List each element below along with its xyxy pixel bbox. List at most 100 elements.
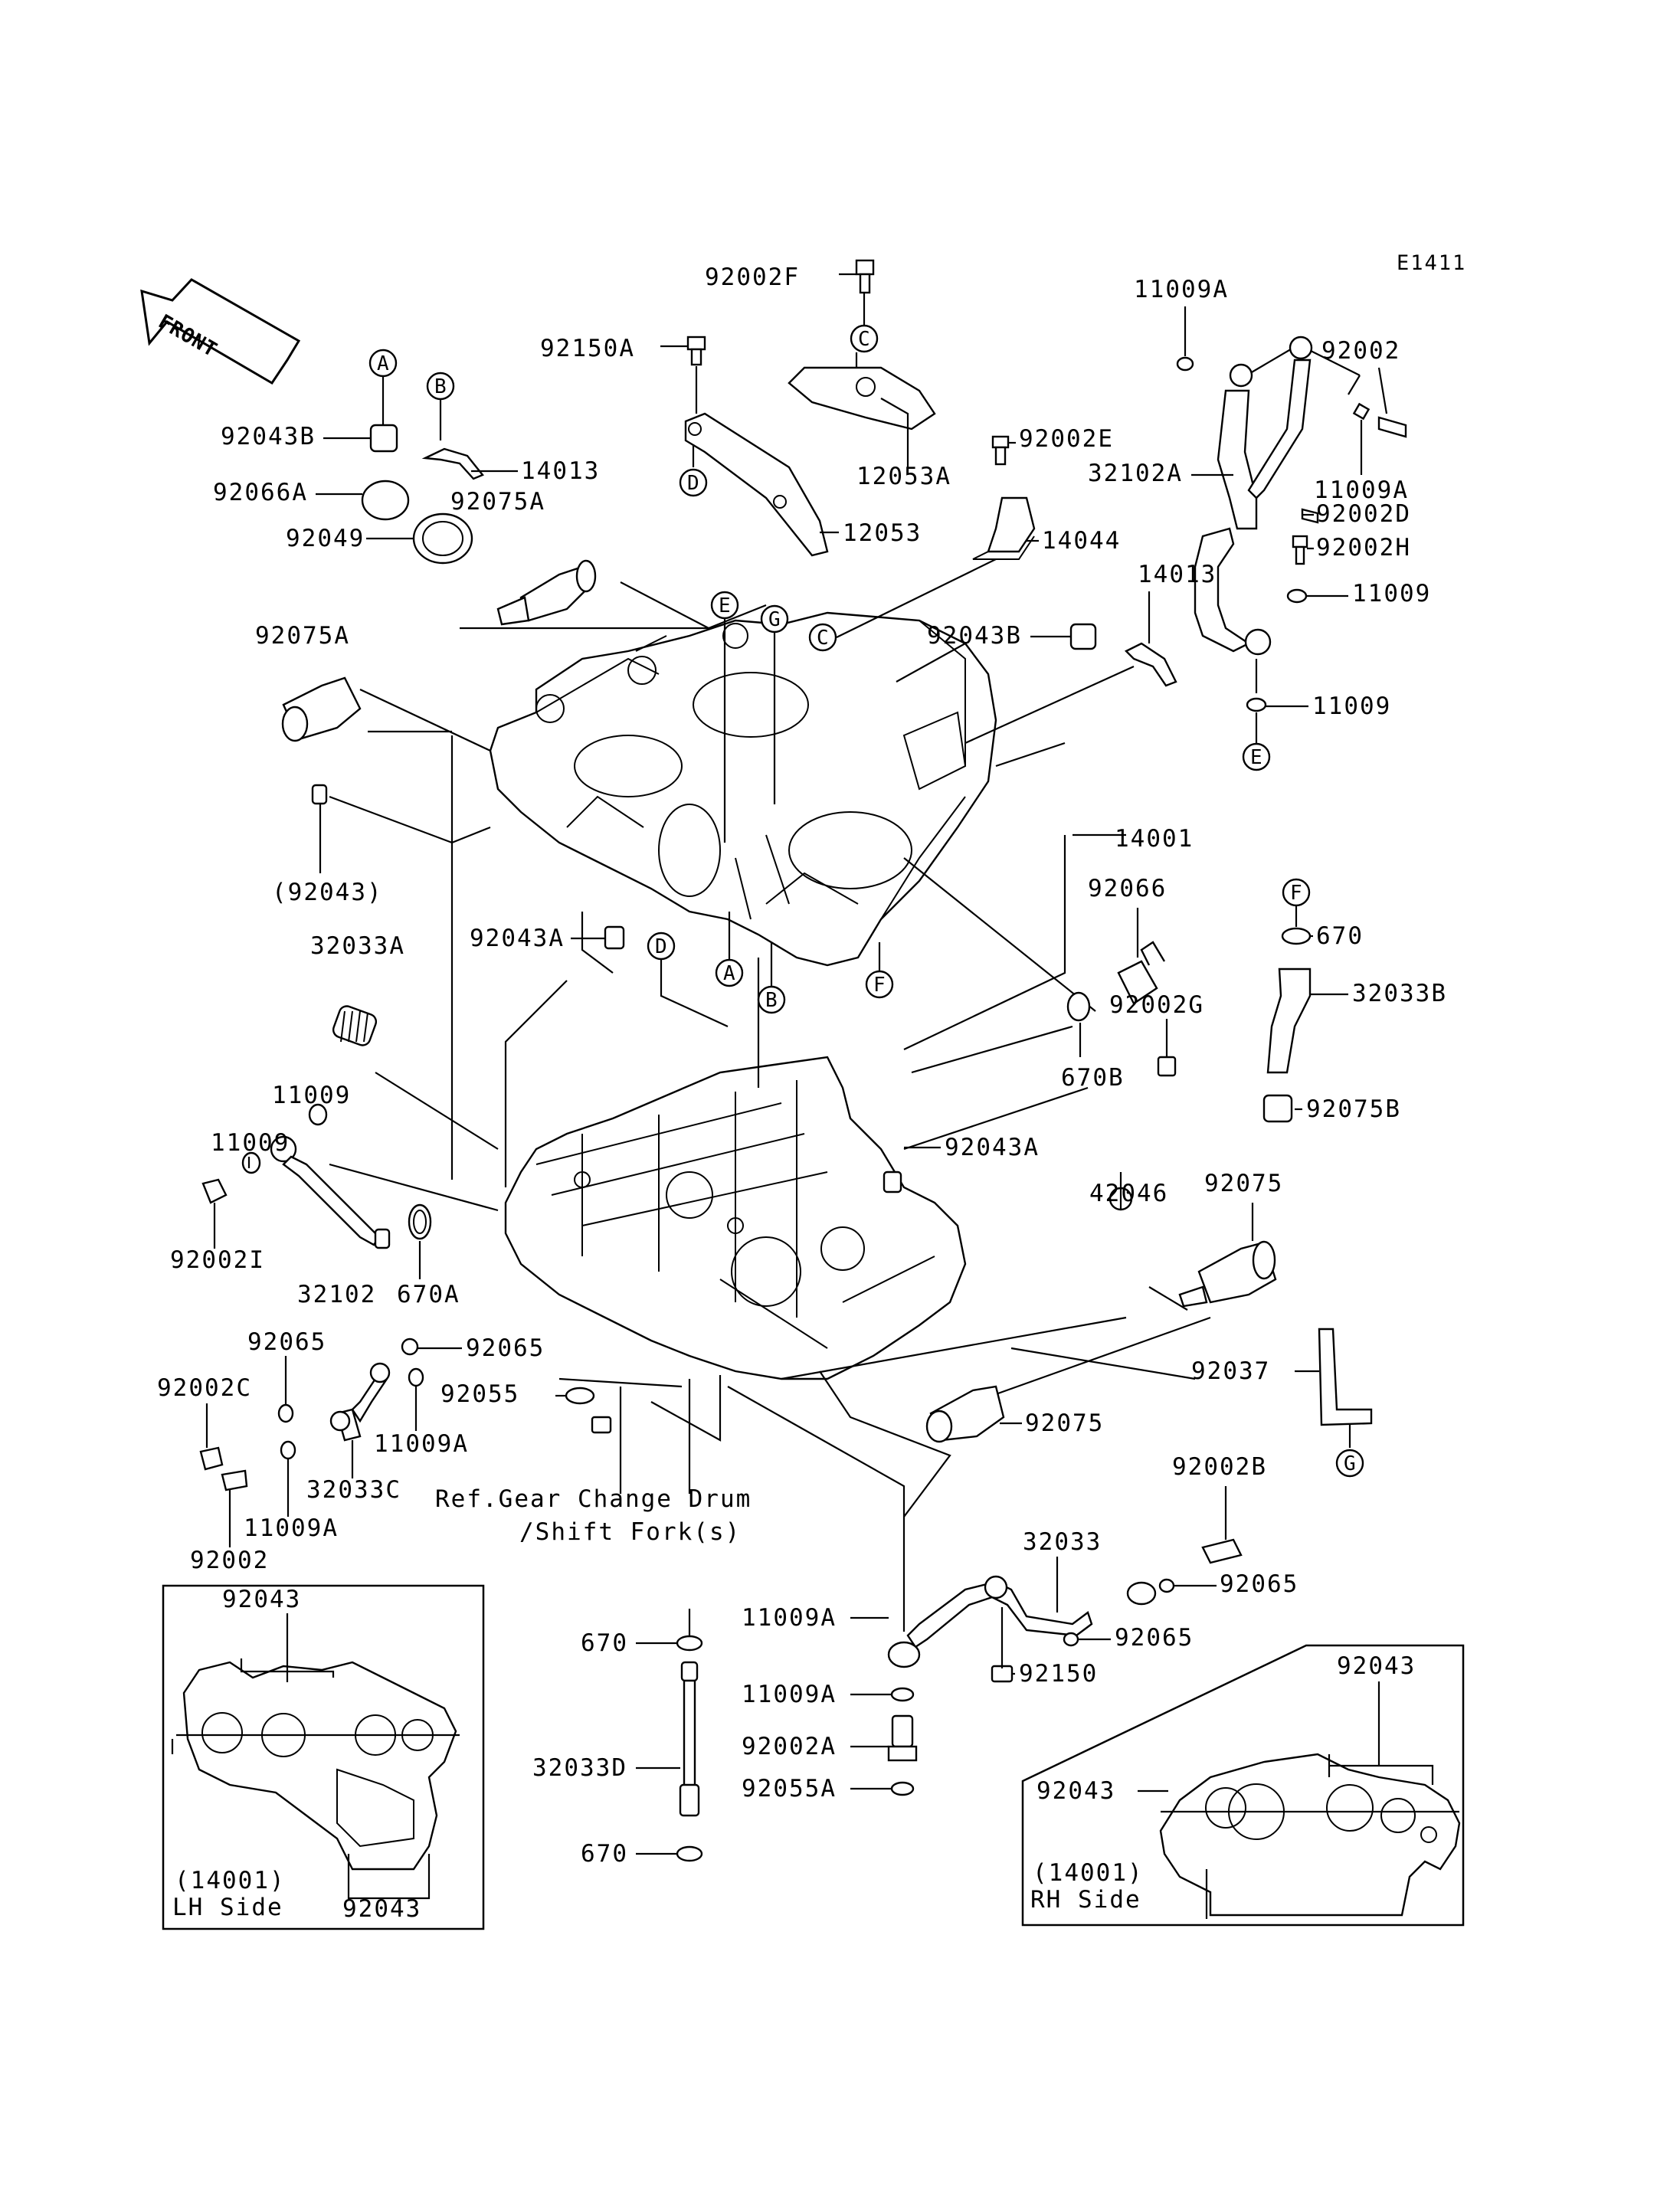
- lh-side-label: LH Side: [172, 1894, 283, 1921]
- label-92066: 92066: [1088, 875, 1167, 902]
- label-32033B: 32033B: [1352, 980, 1447, 1007]
- label-670-F: 670: [1316, 922, 1364, 950]
- diagram-code: E1411: [1397, 251, 1466, 275]
- upper-crankcase: [489, 611, 997, 967]
- callout-B-top: B: [434, 375, 447, 398]
- washer-icon: [1176, 356, 1194, 372]
- label-42046: 42046: [1089, 1180, 1168, 1207]
- label-12053: 12053: [843, 519, 922, 547]
- label-670-top: 670: [581, 1629, 628, 1657]
- label-92075-bottom: 92075: [1025, 1410, 1104, 1437]
- label-11009-r2: 11009: [1312, 692, 1391, 720]
- o-ring-icon: [565, 1387, 595, 1405]
- label-92002B: 92002B: [1172, 1453, 1267, 1481]
- label-92065-d: 92065: [1115, 1624, 1194, 1652]
- label-11009-r1: 11009: [1352, 580, 1431, 607]
- label-92075B: 92075B: [1306, 1095, 1401, 1123]
- label-11009A-top: 11009A: [1134, 276, 1229, 303]
- spring-32033A: [332, 1005, 378, 1046]
- callout-A-top: A: [377, 352, 389, 375]
- callout-F-right: F: [1290, 882, 1302, 905]
- collar-92075A-top: [496, 559, 597, 626]
- bearing-shell-icon: [1124, 642, 1177, 687]
- bearing-shell-icon: [421, 447, 484, 480]
- label-32102A: 32102A: [1088, 460, 1183, 487]
- lower-crankcase: [504, 1056, 967, 1380]
- label-92043B-left: 92043B: [221, 423, 316, 450]
- o-ring-icon: [1281, 927, 1312, 945]
- inset-lh-side: 92043 92043 (14001) LH Side: [162, 1584, 485, 1930]
- label-670B: 670B: [1061, 1064, 1125, 1092]
- oil-pipe-32102: [270, 1135, 391, 1249]
- collar-92075-bottom: [925, 1385, 1005, 1443]
- bolt-icon: [199, 1446, 224, 1471]
- lh-label-92043-top: 92043: [222, 1586, 301, 1613]
- dowel-icon: [1262, 1094, 1293, 1123]
- label-92065-b: 92065: [466, 1334, 545, 1362]
- label-92075A-top: 92075A: [450, 488, 545, 516]
- label-670-bottom: 670: [581, 1840, 628, 1868]
- label-670A: 670A: [397, 1281, 460, 1308]
- bolt-icon: [855, 259, 875, 294]
- callout-G-right: G: [1344, 1452, 1356, 1475]
- label-92066A: 92066A: [213, 479, 308, 506]
- label-14013-left: 14013: [521, 457, 600, 485]
- bolt-icon: [591, 1416, 612, 1434]
- label-32033A: 32033A: [310, 932, 405, 960]
- bracket-92037: [1318, 1328, 1373, 1426]
- rh-label-92043-left: 92043: [1036, 1777, 1115, 1805]
- bolt-icon: [1201, 1538, 1243, 1564]
- dowel-icon: [1069, 623, 1097, 650]
- label-92150A: 92150A: [540, 335, 635, 362]
- label-32033: 32033: [1023, 1528, 1102, 1556]
- label-92055A: 92055A: [742, 1775, 837, 1802]
- label-92037: 92037: [1191, 1357, 1270, 1385]
- case-callouts: E G C A B F D: [647, 558, 997, 1027]
- label-92002E: 92002E: [1019, 425, 1114, 453]
- collar-92075-right: [1178, 1240, 1277, 1308]
- label-92075A-left: 92075A: [255, 622, 350, 650]
- callout-D-top: D: [687, 472, 699, 495]
- dowel-icon: [604, 925, 625, 950]
- rh-code: (14001): [1033, 1859, 1144, 1887]
- bolt-icon: [991, 435, 1010, 449]
- lh-label-92043-bottom: 92043: [342, 1895, 421, 1923]
- bracket-14044: [987, 496, 1036, 553]
- label-92043A-top: 92043A: [470, 925, 565, 952]
- collar-92075A-left: [281, 676, 362, 742]
- label-92002H: 92002H: [1316, 534, 1411, 562]
- label-92043B-right: 92043B: [927, 622, 1022, 650]
- guide-12053: [684, 412, 829, 557]
- label-11009A-b1: 11009A: [374, 1430, 469, 1458]
- label-92043-paren: (92043): [272, 879, 383, 906]
- label-92065-c: 92065: [1220, 1570, 1298, 1598]
- guide-plate-12053A: [788, 366, 936, 431]
- label-14001: 14001: [1115, 825, 1194, 853]
- label-92150: 92150: [1019, 1660, 1098, 1688]
- bolt-icon: [1377, 416, 1407, 438]
- reference-note-line2: /Shift Fork(s): [519, 1518, 741, 1546]
- leader-lines: [329, 581, 1211, 1632]
- label-32102: 32102: [297, 1281, 376, 1308]
- oil-pipe-32033C: [329, 1362, 391, 1442]
- reference-note-line1: Ref.Gear Change Drum: [435, 1485, 752, 1513]
- label-92002A: 92002A: [742, 1733, 837, 1760]
- label-11009A-right: 11009A: [1314, 476, 1409, 504]
- callout-circle: [850, 324, 879, 353]
- label-92049: 92049: [286, 525, 365, 552]
- label-14044: 14044: [1042, 527, 1121, 555]
- o-ring-icon: [408, 1203, 432, 1240]
- dowel-icon: [369, 424, 398, 453]
- oil-pipe-32102A: [1194, 336, 1361, 656]
- pipe-32033B: [1266, 968, 1312, 1074]
- callout-G-case: G: [768, 608, 781, 631]
- pipe-32033D: [679, 1661, 700, 1817]
- callout-D-case: D: [655, 935, 667, 958]
- label-32033D: 32033D: [532, 1754, 627, 1782]
- bolt-icon: [201, 1178, 228, 1204]
- label-11009A-d: 11009A: [742, 1681, 837, 1708]
- callout-E-case: E: [719, 594, 731, 617]
- rh-side-label: RH Side: [1030, 1886, 1141, 1914]
- callout-A-case: A: [723, 962, 735, 985]
